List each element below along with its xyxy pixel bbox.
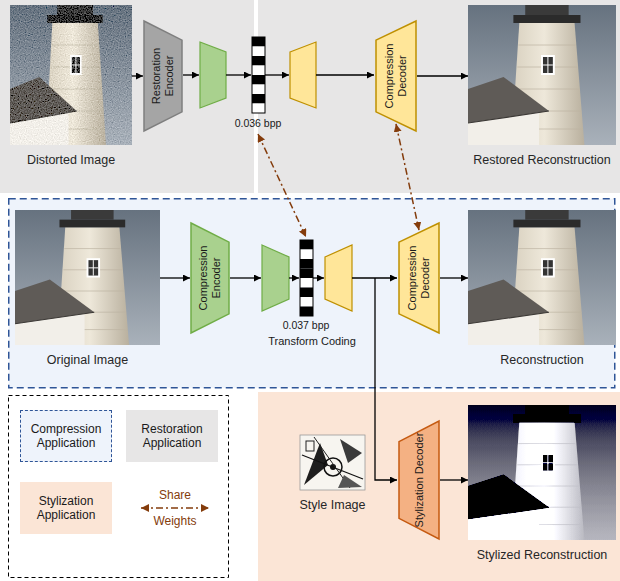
legend-line-sample	[141, 507, 209, 509]
group-label: Transform Coding	[268, 335, 356, 348]
image-panel: Style Image	[300, 435, 365, 490]
stylization-panel	[258, 392, 620, 581]
trapezoid-shape	[144, 21, 182, 131]
block-label: Compression Decoder	[383, 28, 409, 124]
share-weights-line	[258, 134, 306, 237]
legend-text: Restoration Application	[132, 422, 212, 450]
encoder-block: Compression Encoder	[190, 222, 230, 334]
legend-text: Stylization Application	[26, 494, 106, 522]
image-panel: Stylized Reconstruction	[468, 405, 616, 540]
distorted-photo	[10, 5, 132, 145]
image-caption: Stylized Reconstruction	[477, 548, 608, 563]
bitrate-label: 0.037 bpp	[283, 319, 330, 332]
trapezoid-shape	[399, 421, 439, 539]
decoder-block: Compression Decoder	[398, 222, 440, 334]
connector	[132, 75, 143, 76]
image-caption: Restored Reconstruction	[473, 153, 611, 168]
restoration-panel	[258, 0, 620, 193]
transform-coding-top	[183, 37, 374, 113]
image-caption: Style Image	[299, 498, 365, 513]
image-panel: Restored Reconstruction	[468, 5, 616, 145]
connector	[396, 124, 419, 230]
image-panel: Original Image	[15, 210, 160, 345]
reconstruction-photo	[468, 210, 616, 345]
legend-text: Share Weights	[145, 482, 205, 534]
legend-frame	[9, 396, 229, 578]
block-label: Stylization Decoder	[413, 432, 426, 528]
bitrate-label: 0.036 bpp	[235, 117, 282, 130]
trapezoid-shape	[191, 223, 229, 333]
legend-swatch: Compression Application	[20, 410, 112, 462]
restored-photo	[468, 5, 616, 145]
decoder-block: Stylization Decoder	[398, 420, 440, 540]
connector	[440, 277, 468, 278]
image-caption: Original Image	[47, 353, 128, 368]
trapezoid-shape	[376, 21, 416, 131]
image-panel: Distorted Image	[10, 5, 132, 145]
connector	[440, 479, 468, 480]
image-caption: Distorted Image	[27, 153, 115, 168]
legend-swatch: Restoration Application	[126, 410, 218, 462]
trapezoid-shape	[399, 223, 439, 333]
block-label: Compression Decoder	[406, 230, 432, 326]
restoration-panel	[0, 0, 254, 193]
image-panel: Reconstruction	[468, 210, 616, 345]
decoder-block: Compression Decoder	[375, 20, 417, 132]
image-caption: Reconstruction	[500, 353, 583, 368]
stylized-photo	[468, 405, 616, 540]
block-label: Compression Encoder	[197, 230, 223, 326]
connector	[417, 75, 468, 76]
connector	[160, 277, 190, 278]
style-artwork	[300, 435, 365, 490]
encoder-block: Restoration Encoder	[143, 20, 183, 132]
transform-coding-middle	[230, 240, 397, 480]
legend-swatch: Stylization Application	[20, 482, 112, 534]
original-photo	[15, 210, 160, 345]
block-label: Restoration Encoder	[150, 28, 176, 124]
legend-text: Compression Application	[27, 422, 105, 450]
